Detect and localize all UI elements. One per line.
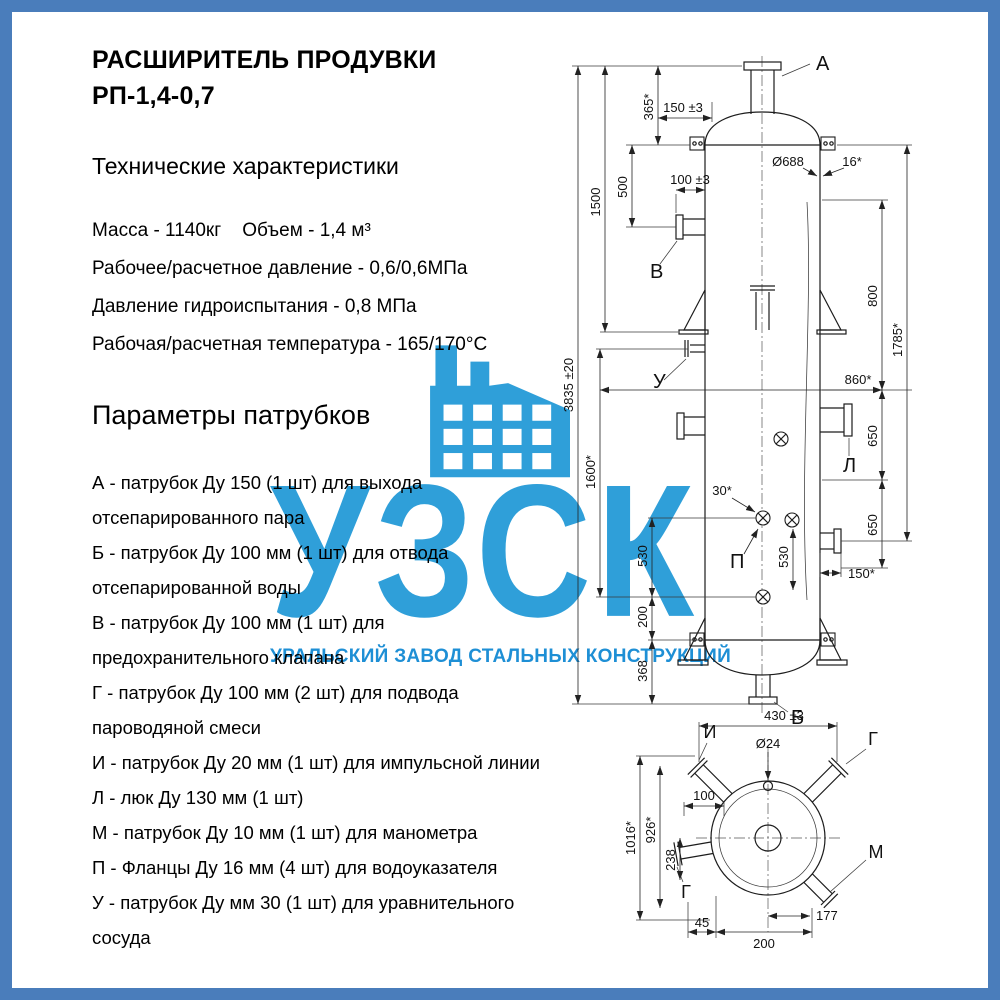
dim-16: 16* xyxy=(842,154,862,169)
dim-30: 30* xyxy=(712,483,732,498)
nozzle-label-m: М xyxy=(869,842,884,862)
center-stub xyxy=(750,285,775,330)
dim-177: 177 xyxy=(816,908,838,923)
nozzle-label-i: И xyxy=(704,722,717,742)
front-dimensions: 3835 ±20 1500 500 365* 150 ±3 100 ±3 160… xyxy=(561,65,912,705)
watermark-text: УЗСК xyxy=(270,444,699,656)
gauge-label-p: П xyxy=(730,551,744,573)
dim-100: 100 xyxy=(693,788,715,803)
spec-row-pressure: Рабочее/расчетное давление - 0,6/0,6МПа xyxy=(92,257,468,279)
nozzle-item-g: Г - патрубок Ду 100 мм (2 шт) для подвод… xyxy=(92,681,459,738)
page-title: РАСШИРИТЕЛЬ ПРОДУВКИ РП-1,4-0,7 xyxy=(92,42,560,115)
spec-row-temperature: Рабочая/расчетная температура - 165/170°… xyxy=(92,333,488,355)
title-line1: РАСШИРИТЕЛЬ ПРОДУВКИ xyxy=(92,46,437,74)
nozzle-v xyxy=(659,214,705,265)
dim-d24: Ø24 xyxy=(756,736,781,751)
dim-100-tol: 100 ±3 xyxy=(670,172,710,187)
tech-heading: Технические характеристики xyxy=(92,152,399,179)
dim-3835: 3835 ±20 xyxy=(561,358,576,412)
dim-500: 500 xyxy=(615,176,630,198)
nozzle-g-top xyxy=(803,748,867,803)
dim-365: 365* xyxy=(641,94,656,121)
nozzle-m xyxy=(803,859,867,909)
upper-lugs xyxy=(678,289,847,335)
internal-pipe xyxy=(804,201,809,601)
dim-368: 368 xyxy=(635,660,650,682)
nozzles-heading: Параметры патрубков xyxy=(92,399,371,430)
dim-150-star: 150* xyxy=(848,566,875,581)
vessel-plan-view: И Г Г xyxy=(673,722,884,932)
dim-1016: 1016* xyxy=(623,821,638,855)
seam-lug xyxy=(689,136,836,647)
plan-dimensions: 430 ±3 Ø24 100 1016* 926* 238 45 200 xyxy=(623,708,838,951)
nozzle-item-p: П - Фланцы Ду 16 мм (4 шт) для водоуказа… xyxy=(92,856,498,878)
tech-specs: Масса - 1140кг Объем - 1,4 м³ Рабочее/ра… xyxy=(92,212,560,364)
nozzle-item-i: И - патрубок Ду 20 мм (1 шт) для импульс… xyxy=(92,751,540,773)
manhole-l xyxy=(820,403,853,456)
nozzle-i xyxy=(687,742,733,803)
technical-drawing: А В xyxy=(561,53,912,951)
dim-238: 238 xyxy=(663,849,678,871)
nozzle-right-150 xyxy=(819,528,842,577)
spec-row-mass-volume: Масса - 1140кг Объем - 1,4 м³ xyxy=(92,219,371,241)
dim-800: 800 xyxy=(865,285,880,307)
dim-d688: Ø688 xyxy=(772,154,804,169)
nozzle-b-bottom xyxy=(748,675,789,713)
watermark: УЗСК УРАЛЬСКИЙ ЗАВОД СТАЛЬНЫХ КОНСТРУКЦИ… xyxy=(270,330,750,668)
dim-530-right: 530 xyxy=(776,546,791,568)
nozzle-item-m: М - патрубок Ду 10 мм (1 шт) для маномет… xyxy=(92,821,478,843)
dim-200: 200 xyxy=(635,606,650,628)
factory-icon xyxy=(430,345,570,478)
nozzle-g-front xyxy=(676,412,705,440)
dim-530-left: 530 xyxy=(635,545,650,567)
manhole-label-l: Л xyxy=(843,455,856,477)
dim-926: 926* xyxy=(643,817,658,844)
watermark-subtext: УРАЛЬСКИЙ ЗАВОД СТАЛЬНЫХ КОНСТРУКЦИЙ xyxy=(270,646,732,667)
nozzle-list: А - патрубок Ду 150 (1 шт) для выхода от… xyxy=(92,465,560,955)
nozzle-a xyxy=(743,61,811,114)
nozzle-u xyxy=(663,340,705,381)
spec-row-hydrotest: Давление гидроиспытания - 0,8 МПа xyxy=(92,295,417,317)
lower-lugs xyxy=(677,617,848,666)
dim-860: 860* xyxy=(845,372,872,387)
nozzle-label-g-bottom: Г xyxy=(681,882,691,902)
nozzle-item-l: Л - люк Ду 130 мм (1 шт) xyxy=(92,786,304,808)
dim-150-tol: 150 ±3 xyxy=(663,100,703,115)
vessel-front-view: А В xyxy=(650,53,875,729)
nozzle-label-g-top: Г xyxy=(868,729,878,749)
nozzle-item-a: А - патрубок Ду 150 (1 шт) для выхода от… xyxy=(92,471,423,528)
nozzle-item-v: В - патрубок Ду 100 мм (1 шт) для предох… xyxy=(92,611,385,668)
dim-430: 430 ±3 xyxy=(764,708,804,723)
nozzle-item-b: Б - патрубок Ду 100 мм (1 шт) для отвода… xyxy=(92,541,449,598)
nozzle-label-a: А xyxy=(816,53,830,75)
dim-650-lower: 650 xyxy=(865,514,880,536)
dim-1500: 1500 xyxy=(588,188,603,217)
dim-200b: 200 xyxy=(753,936,775,951)
dim-650-upper: 650 xyxy=(865,425,880,447)
nozzle-label-v: В xyxy=(650,261,663,283)
title-line2: РП-1,4-0,7 xyxy=(92,82,215,111)
dim-1785: 1785* xyxy=(890,323,905,357)
dim-1600: 1600* xyxy=(583,455,598,489)
spec-panel: РАСШИРИТЕЛЬ ПРОДУВКИ РП-1,4-0,7 Техничес… xyxy=(92,42,560,955)
nozzle-item-u: У - патрубок Ду мм 30 (1 шт) для уравнит… xyxy=(92,891,515,948)
gauge-flanges-p xyxy=(743,431,800,605)
dim-45: 45 xyxy=(695,915,709,930)
